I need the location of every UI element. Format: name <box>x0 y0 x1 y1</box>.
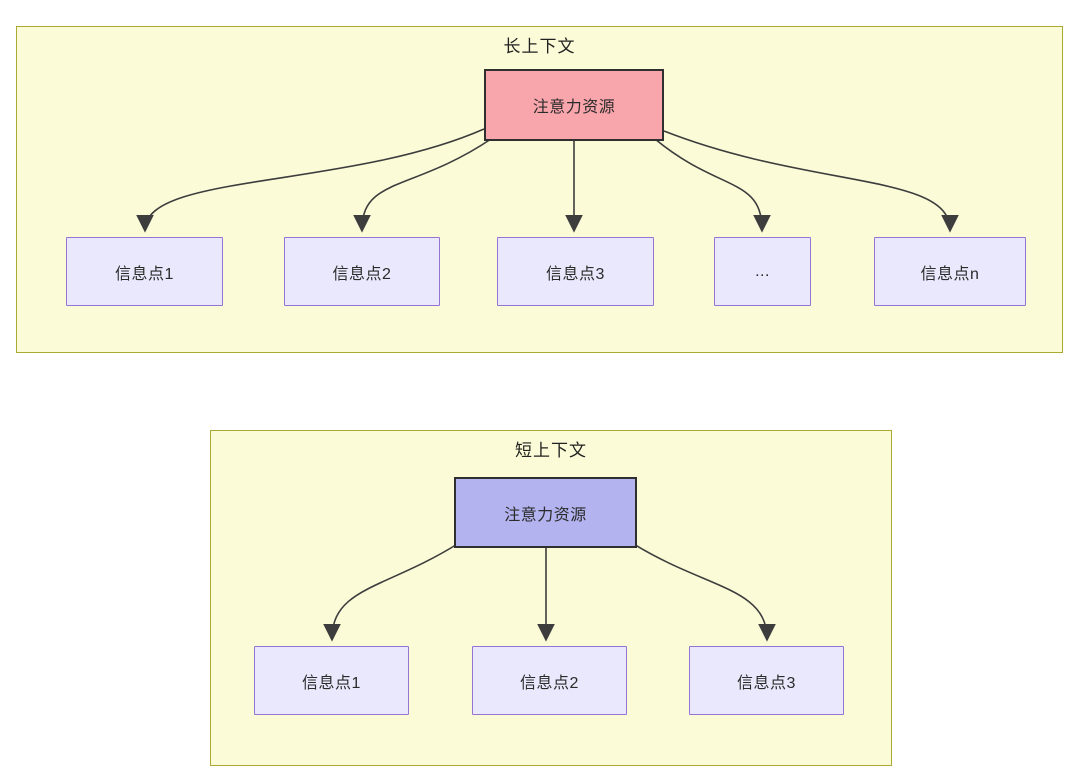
long-info-point-n: 信息点n <box>874 237 1026 306</box>
long-info-point-1: 信息点1 <box>66 237 223 306</box>
arrow-long-4 <box>654 138 771 233</box>
long-info-point-2: 信息点2 <box>284 237 440 306</box>
arrow-short-3 <box>631 542 776 642</box>
long-info-point-ellipsis: ... <box>714 237 811 306</box>
short-attention-resource-node: 注意力资源 <box>454 477 637 548</box>
arrow-long-2 <box>353 138 492 233</box>
arrow-long-1 <box>136 128 485 233</box>
long-context-title: 长上下文 <box>503 37 576 56</box>
short-context-connector-arrows <box>323 542 776 642</box>
short-info-point-2: 信息点2 <box>472 646 627 715</box>
arrow-short-1 <box>323 542 460 642</box>
long-attention-resource-node: 注意力资源 <box>484 69 664 141</box>
arrow-long-5 <box>663 130 959 233</box>
short-info-point-1: 信息点1 <box>254 646 409 715</box>
short-context-title: 短上下文 <box>515 441 587 460</box>
long-context-panel: 长上下文 注意力资源 信息点1 信息点2 信息点3 ... 信息点n <box>16 26 1063 353</box>
long-context-connector-arrows <box>136 128 959 233</box>
short-info-point-3: 信息点3 <box>689 646 844 715</box>
short-context-panel: 短上下文 注意力资源 信息点1 信息点2 信息点3 <box>210 430 892 766</box>
long-info-point-3: 信息点3 <box>497 237 654 306</box>
